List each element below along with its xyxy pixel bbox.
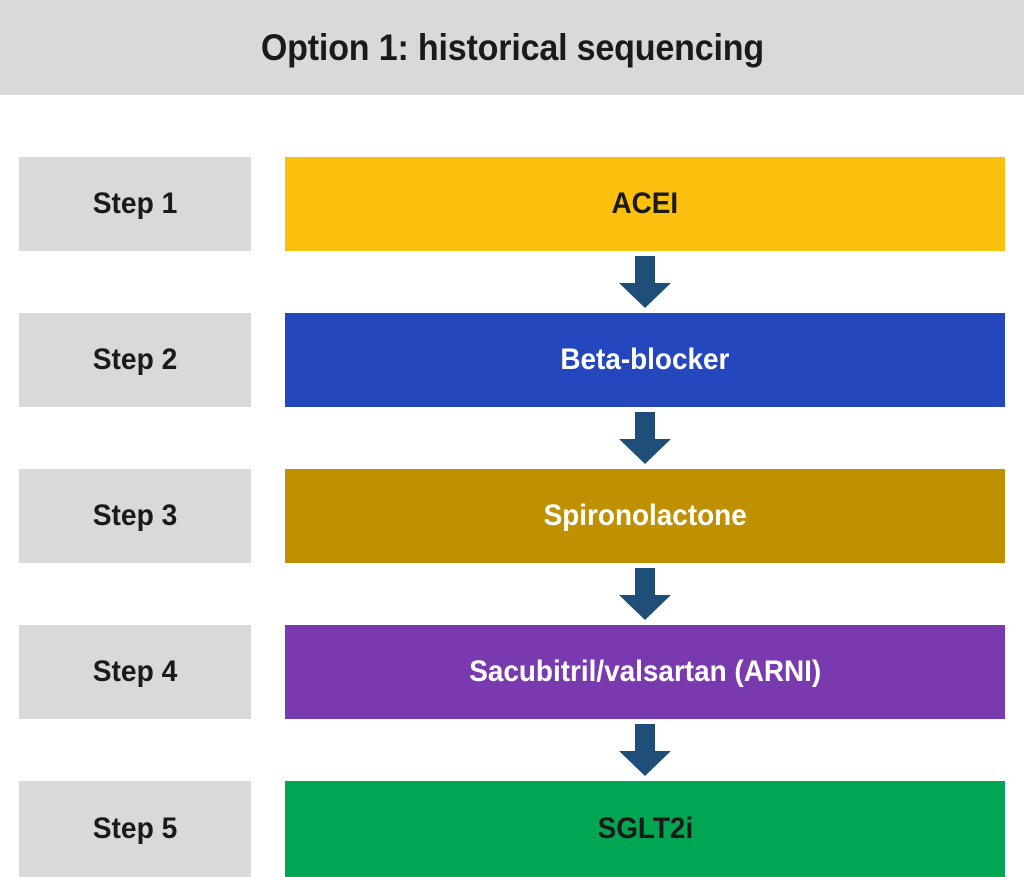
step-row-4: Step 4 Sacubitril/valsartan (ARNI): [0, 625, 1024, 719]
drug-label-2: Beta-blocker: [560, 343, 730, 376]
drug-label-4: Sacubitril/valsartan (ARNI): [469, 655, 821, 688]
step-row-5: Step 5 SGLT2i: [0, 781, 1024, 877]
step-label-box-5: Step 5: [19, 781, 251, 877]
step-label-2: Step 2: [92, 343, 178, 376]
step-label-3: Step 3: [92, 499, 178, 532]
step-label-box-4: Step 4: [19, 625, 251, 719]
drug-label-3: Spironolactone: [543, 499, 747, 532]
down-arrow-icon-3: [619, 568, 671, 620]
down-arrow-icon-4: [619, 724, 671, 776]
drug-bar-2: Beta-blocker: [285, 313, 1005, 407]
step-row-2: Step 2 Beta-blocker: [0, 313, 1024, 407]
drug-label-5: SGLT2i: [597, 812, 693, 845]
step-label-5: Step 5: [92, 812, 178, 845]
drug-bar-5: SGLT2i: [285, 781, 1005, 877]
down-arrow-icon-1: [619, 256, 671, 308]
step-label-box-2: Step 2: [19, 313, 251, 407]
drug-label-1: ACEI: [611, 187, 679, 220]
down-arrow-icon-2: [619, 412, 671, 464]
page-title: Option 1: historical sequencing: [260, 27, 764, 68]
step-label-box-1: Step 1: [19, 157, 251, 251]
step-label-box-3: Step 3: [19, 469, 251, 563]
drug-bar-3: Spironolactone: [285, 469, 1005, 563]
drug-bar-1: ACEI: [285, 157, 1005, 251]
step-row-1: Step 1 ACEI: [0, 157, 1024, 251]
step-label-1: Step 1: [92, 187, 178, 220]
step-label-4: Step 4: [92, 655, 178, 688]
drug-bar-4: Sacubitril/valsartan (ARNI): [285, 625, 1005, 719]
step-row-3: Step 3 Spironolactone: [0, 469, 1024, 563]
figure-header-bar: Option 1: historical sequencing: [0, 0, 1024, 95]
